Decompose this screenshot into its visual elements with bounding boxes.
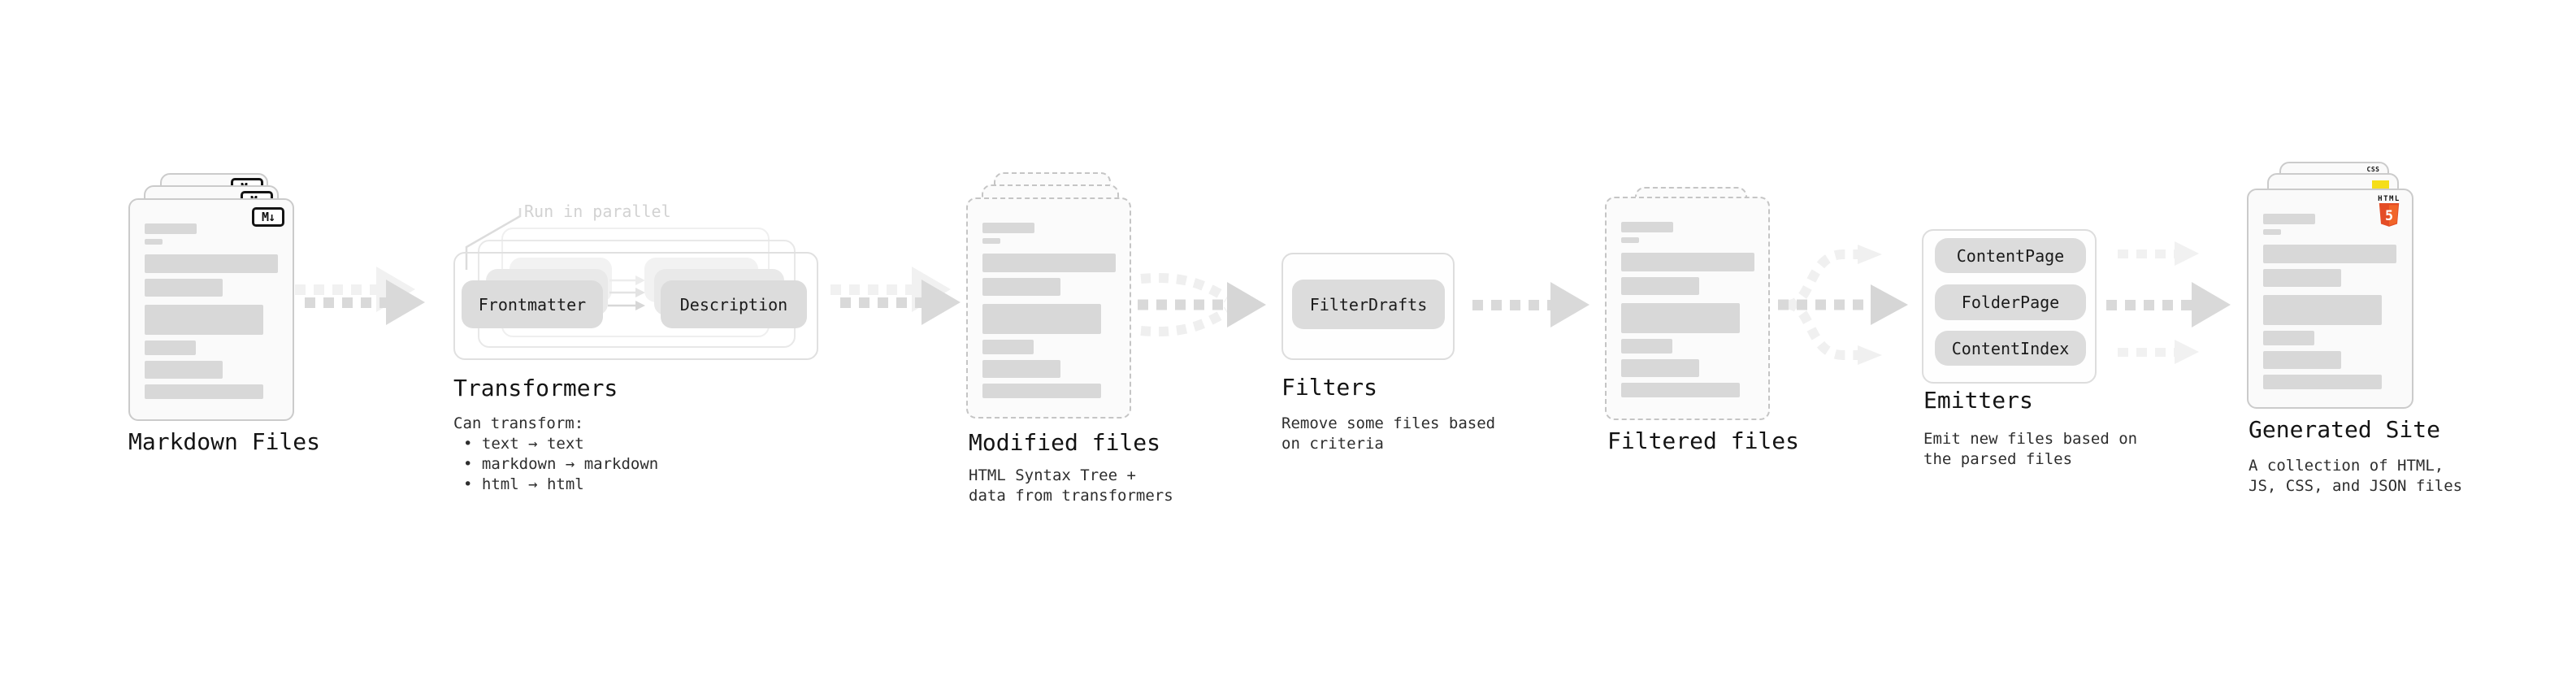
transformers-title: Transformers [453, 375, 618, 401]
filterdrafts-box-label: FilterDrafts [1309, 294, 1428, 314]
emitters-description-line: the parsed files [1923, 450, 2073, 468]
text-placeholder-bar [2263, 351, 2341, 369]
description-box-label: Description [679, 294, 788, 314]
transform-step-arrows [608, 275, 645, 310]
text-placeholder-bar [1621, 222, 1673, 232]
contentpage-box: ContentPage [1935, 238, 2086, 273]
transformers-frame-front [453, 252, 818, 360]
text-placeholder-bar [2263, 295, 2382, 325]
filters-description: Remove some files based on criteria [1281, 414, 1495, 454]
arrow-modified-to-filters [1138, 273, 1266, 336]
transform-bullet: • text → text [463, 435, 584, 453]
contentindex-box-label: ContentIndex [1951, 338, 2070, 358]
text-placeholder-bar [982, 223, 1034, 233]
generated-site-title: Generated Site [2249, 416, 2441, 443]
text-placeholder-bar [982, 340, 1034, 354]
markdown-icon: M↓ [252, 207, 284, 227]
text-placeholder-bar [2263, 375, 2382, 389]
emitters-description: Emit new files based on the parsed files [1923, 429, 2137, 470]
text-placeholder-bar [2263, 245, 2396, 263]
folderpage-box-label: FolderPage [1961, 293, 2060, 312]
text-placeholder-bar [982, 278, 1060, 296]
site-file-card-html: HTML 5 [2247, 189, 2413, 409]
contentindex-box: ContentIndex [1935, 331, 2086, 366]
modified-files-description-line: data from transformers [969, 487, 1173, 505]
arrow-emitter-contentindex-to-site [2118, 340, 2199, 364]
filtered-files-title: Filtered files [1607, 427, 1800, 454]
filters-description-line: on criteria [1281, 435, 1384, 453]
description-box: Description [661, 280, 807, 328]
text-placeholder-bar [2263, 269, 2341, 287]
folderpage-box: FolderPage [1935, 284, 2086, 320]
text-placeholder-bar [1621, 253, 1754, 271]
emitters-description-line: Emit new files based on [1923, 430, 2138, 448]
contentpage-box-label: ContentPage [1956, 245, 2065, 266]
text-placeholder-bar [1621, 359, 1699, 377]
modified-file-card-front [966, 197, 1131, 419]
run-in-parallel-leader-line [465, 208, 522, 270]
generated-site-description-line: A collection of HTML, [2249, 457, 2444, 475]
text-placeholder-bar [1621, 303, 1740, 333]
text-placeholder-bar [1621, 277, 1699, 295]
transformers-description: Can transform: • text → text • markdown … [453, 414, 658, 495]
text-placeholder-bar [1621, 237, 1639, 243]
arrow-emitter-contentpage-to-site [2118, 241, 2199, 266]
html5-shield: 5 [2379, 203, 2400, 227]
text-placeholder-bars [2263, 214, 2396, 389]
filters-title: Filters [1281, 374, 1378, 401]
text-placeholder-bar [982, 304, 1101, 334]
text-placeholder-bar [2263, 214, 2315, 224]
text-placeholder-bar [1621, 339, 1672, 354]
text-placeholder-bar [145, 239, 163, 245]
text-placeholder-bar [982, 238, 1000, 244]
filters-description-line: Remove some files based [1281, 414, 1496, 432]
transform-bullet: • html → html [463, 475, 584, 493]
flow-arrow [840, 280, 961, 325]
html5-shield-number: 5 [2385, 208, 2393, 223]
transform-bullet: • markdown → markdown [463, 455, 659, 473]
can-transform-heading: Can transform: [453, 414, 584, 432]
text-placeholder-bar [145, 254, 278, 273]
text-placeholder-bar [145, 279, 223, 297]
markdown-icon-label: M↓ [261, 210, 275, 224]
modified-files-description-line: HTML Syntax Tree + [969, 466, 1136, 484]
text-placeholder-bar [145, 340, 196, 355]
text-placeholder-bar [982, 254, 1116, 272]
filterdrafts-box: FilterDrafts [1292, 280, 1445, 329]
text-placeholder-bars [145, 223, 278, 399]
text-placeholder-bar [982, 360, 1060, 378]
arrow-filters-to-filtered [1472, 282, 1589, 327]
text-placeholder-bar [145, 305, 263, 335]
run-in-parallel-annotation: Run in parallel [524, 202, 671, 221]
markdown-files-title: Markdown Files [128, 428, 321, 455]
text-placeholder-bars [1621, 222, 1754, 397]
filtered-file-card-front [1605, 197, 1770, 420]
modified-files-description: HTML Syntax Tree + data from transformer… [969, 466, 1173, 506]
arrow-transformers-to-modified [830, 267, 973, 344]
text-placeholder-bar [145, 361, 223, 379]
arrow-emitter-folderpage-to-site [2106, 282, 2231, 327]
modified-files-title: Modified files [969, 429, 1161, 456]
frontmatter-box: Frontmatter [462, 280, 603, 328]
text-placeholder-bar [145, 223, 197, 234]
generated-site-description-line: JS, CSS, and JSON files [2249, 477, 2463, 495]
text-placeholder-bar [982, 384, 1101, 398]
arrow-filtered-to-emitters [1778, 245, 1908, 365]
css-icon-label: CSS [2366, 166, 2380, 173]
js-icon [2372, 180, 2389, 189]
text-placeholder-bar [1621, 383, 1740, 397]
html5-icon: HTML 5 [2375, 195, 2403, 231]
generated-site-description: A collection of HTML, JS, CSS, and JSON … [2249, 456, 2462, 497]
flow-arrow [305, 280, 425, 325]
markdown-file-card-front: M↓ [128, 198, 294, 421]
html5-icon-word: HTML [2378, 195, 2400, 203]
frontmatter-box-label: Frontmatter [478, 294, 587, 314]
text-placeholder-bar [2263, 331, 2314, 345]
arrow-markdown-to-transformers [295, 267, 437, 344]
text-placeholder-bars [982, 223, 1116, 398]
emitters-title: Emitters [1923, 387, 2033, 414]
text-placeholder-bar [145, 384, 263, 399]
text-placeholder-bar [2263, 229, 2281, 235]
